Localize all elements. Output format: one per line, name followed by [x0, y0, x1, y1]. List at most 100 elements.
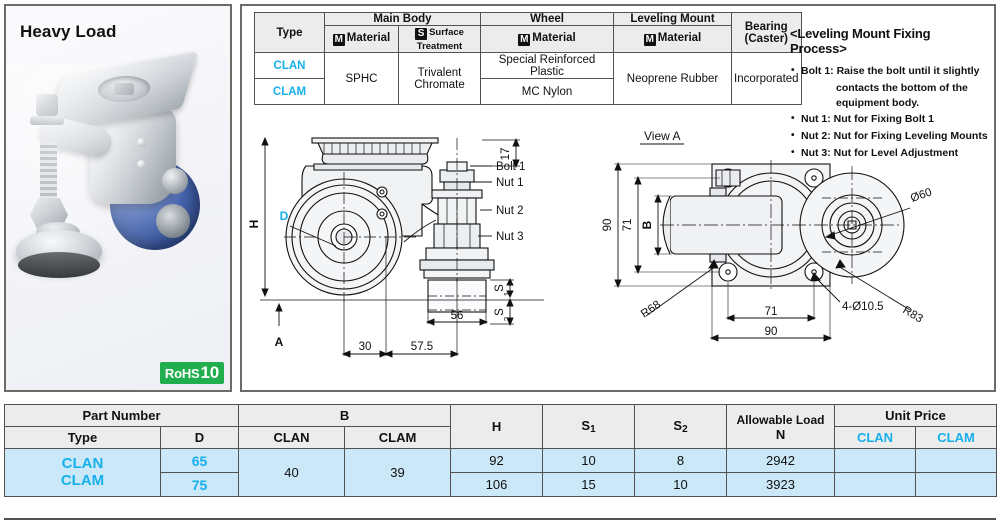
process-item: Bolt 1: Raise the bolt until it slightly — [790, 64, 990, 79]
label-nut-3: Nut 3 — [496, 231, 524, 243]
header-B-clan: CLAN — [238, 426, 345, 449]
spec-col-main-body: Main Body — [324, 12, 481, 26]
cell-price-clan[interactable] — [834, 448, 917, 473]
product-photo-panel: Heavy Load RoHS 10 — [4, 4, 232, 392]
cell-price-clan[interactable] — [834, 472, 917, 497]
process-title: <Leveling Mount Fixing Process> — [790, 26, 931, 56]
table-row[interactable]: 75 106 15 10 3923 — [5, 472, 998, 497]
cell-allowable-load: 3923 — [726, 472, 836, 497]
header-part-number: Part Number — [4, 404, 239, 427]
dim-A: A — [275, 335, 284, 349]
cell-price-clam[interactable] — [915, 472, 998, 497]
spec-col-leveling-mount: Leveling Mount — [613, 12, 732, 26]
spec-row-clan: CLAN SPHC Trivalent Chromate Special Rei… — [254, 52, 802, 105]
header-H: H — [450, 404, 544, 449]
dim-R83: R83 — [900, 304, 924, 325]
cell-price-clam[interactable] — [915, 448, 998, 473]
spec-leveling-mount-value: Neoprene Rubber — [613, 52, 732, 105]
cell-allowable-load: 2942 — [726, 448, 836, 473]
spec-main-body-material-value: SPHC — [324, 52, 399, 105]
header-B-clam: CLAM — [343, 426, 452, 449]
process-item: Nut 3: Nut for Level Adjustment — [790, 146, 990, 161]
part-number-table: Part Number B H S1 S2 Allowable Load N U… — [4, 404, 998, 497]
dim-4-holes: 4-Ø10.5 — [842, 301, 884, 313]
dim-71-vertical: 71 — [622, 219, 634, 232]
product-photo — [6, 51, 230, 364]
dim-B: B — [640, 220, 654, 229]
top-content-area: Heavy Load RoHS 10 — [0, 0, 1000, 398]
material-badge-icon-wheel: M — [518, 34, 531, 46]
spec-bearing-value: Incorporated — [731, 52, 802, 105]
cell-H: 106 — [450, 472, 544, 497]
header-B: B — [237, 404, 452, 427]
cell-S2: 10 — [634, 472, 728, 497]
cell-B-clan: 40 — [238, 448, 345, 497]
dim-57-5: 57.5 — [411, 341, 433, 353]
page-title: Heavy Load — [20, 22, 117, 41]
label-nut-2: Nut 2 — [496, 205, 524, 217]
cell-B-clam: 39 — [343, 448, 452, 497]
header-price-clam: CLAM — [915, 426, 998, 449]
label-bolt-1: Bolt 1 — [496, 161, 525, 173]
dim-S1-sub: 1 — [503, 291, 512, 296]
cell-S1: 10 — [542, 448, 636, 473]
dim-dia-60: Ø60 — [909, 186, 933, 204]
dim-D: D — [280, 209, 289, 223]
surface-badge-icon: S — [415, 28, 428, 40]
dim-H: H — [247, 220, 261, 229]
cell-D[interactable]: 65 — [160, 448, 239, 473]
table-bottom-divider — [4, 518, 996, 526]
cell-S2: 8 — [634, 448, 728, 473]
header-D: D — [160, 426, 239, 449]
spec-col-wheel: Wheel — [480, 12, 614, 26]
spec-wheel-material-clam: MC Nylon — [480, 78, 614, 105]
spec-wheel-material-clan: Special Reinforced Plastic — [480, 52, 614, 79]
photo-gloss-overlay — [6, 64, 230, 364]
process-item: Nut 1: Nut for Fixing Bolt 1 — [790, 112, 990, 127]
front-elevation-drawing: H A D 17 — [247, 136, 544, 358]
spec-type-clam: CLAM — [254, 78, 325, 105]
dim-S2-sub: 2 — [503, 316, 512, 321]
spec-type-clan: CLAN — [254, 52, 325, 79]
spec-and-drawings-panel: Type Main Body Wheel Leveling Mount Bear… — [240, 4, 996, 392]
leveling-mount-fixing-process: <Leveling Mount Fixing Process> Bolt 1: … — [790, 26, 990, 163]
header-price-clan: CLAN — [834, 426, 917, 449]
rohs-number: 10 — [200, 363, 219, 382]
process-item: Nut 2: Nut for Fixing Leveling Mounts — [790, 129, 990, 144]
rohs-label: RoHS — [164, 366, 200, 381]
cell-D[interactable]: 75 — [160, 472, 239, 497]
dim-R68: R68 — [639, 299, 663, 321]
material-badge-icon-mount: M — [643, 34, 656, 46]
dim-71-horizontal: 71 — [765, 306, 778, 318]
parts-header-row-2: Type D CLAN CLAM CLAN CLAM — [4, 426, 998, 449]
header-S2: S2 — [634, 404, 728, 449]
process-item-cont: equipment body. — [836, 97, 920, 110]
material-spec-table: Type Main Body Wheel Leveling Mount Bear… — [254, 12, 802, 105]
cell-type[interactable]: CLAN CLAM — [4, 448, 161, 497]
header-unit-price: Unit Price — [834, 404, 998, 427]
dim-S1: S — [494, 284, 506, 292]
process-item-cont: contacts the bottom of the — [836, 82, 968, 95]
spec-col-bearing: Bearing (Caster) — [731, 12, 802, 53]
parts-header-row-1: Part Number B H S1 S2 Allowable Load N U… — [4, 404, 998, 449]
spec-surface-treatment-value: Trivalent Chromate — [398, 52, 481, 105]
view-a-title: View A — [644, 129, 680, 143]
spec-col-type: Type — [254, 12, 325, 53]
dim-90-horizontal: 90 — [765, 326, 778, 338]
cell-H: 92 — [450, 448, 544, 473]
dim-17: 17 — [500, 148, 512, 161]
view-a-drawing: View A — [602, 129, 934, 342]
spec-header-row-1: Type Main Body Wheel Leveling Mount Bear… — [254, 12, 802, 53]
table-row[interactable]: CLAN CLAM 65 40 39 92 10 8 2942 — [4, 448, 998, 497]
cell-S1: 15 — [542, 472, 636, 497]
dim-30: 30 — [359, 341, 372, 353]
header-S1: S1 — [542, 404, 636, 449]
header-type: Type — [4, 426, 161, 449]
header-allowable-load: Allowable Load N — [726, 404, 836, 449]
dim-S2: S — [494, 308, 506, 316]
